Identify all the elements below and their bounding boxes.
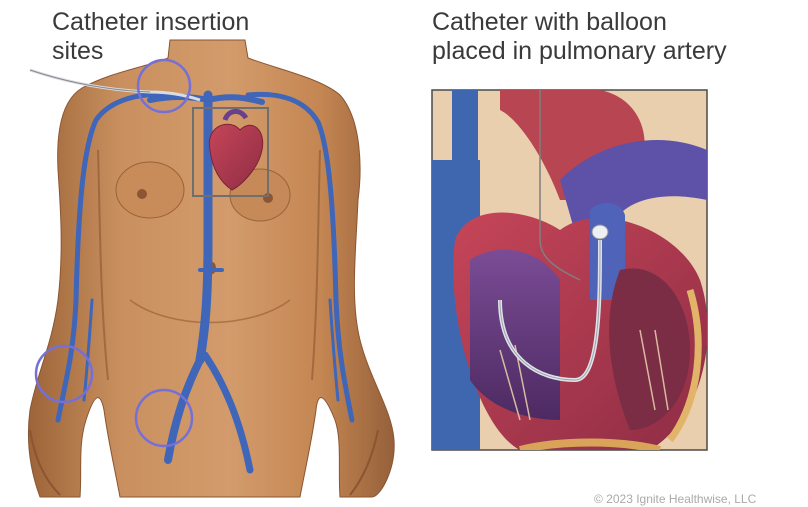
copyright-text: © 2023 Ignite Healthwise, LLC [594, 492, 756, 506]
catheter-balloon [592, 225, 608, 239]
label-insertion-sites: Catheter insertion sites [52, 8, 249, 66]
label-catheter-balloon: Catheter with balloon placed in pulmonar… [432, 8, 727, 66]
heart-cross-section [432, 90, 708, 450]
